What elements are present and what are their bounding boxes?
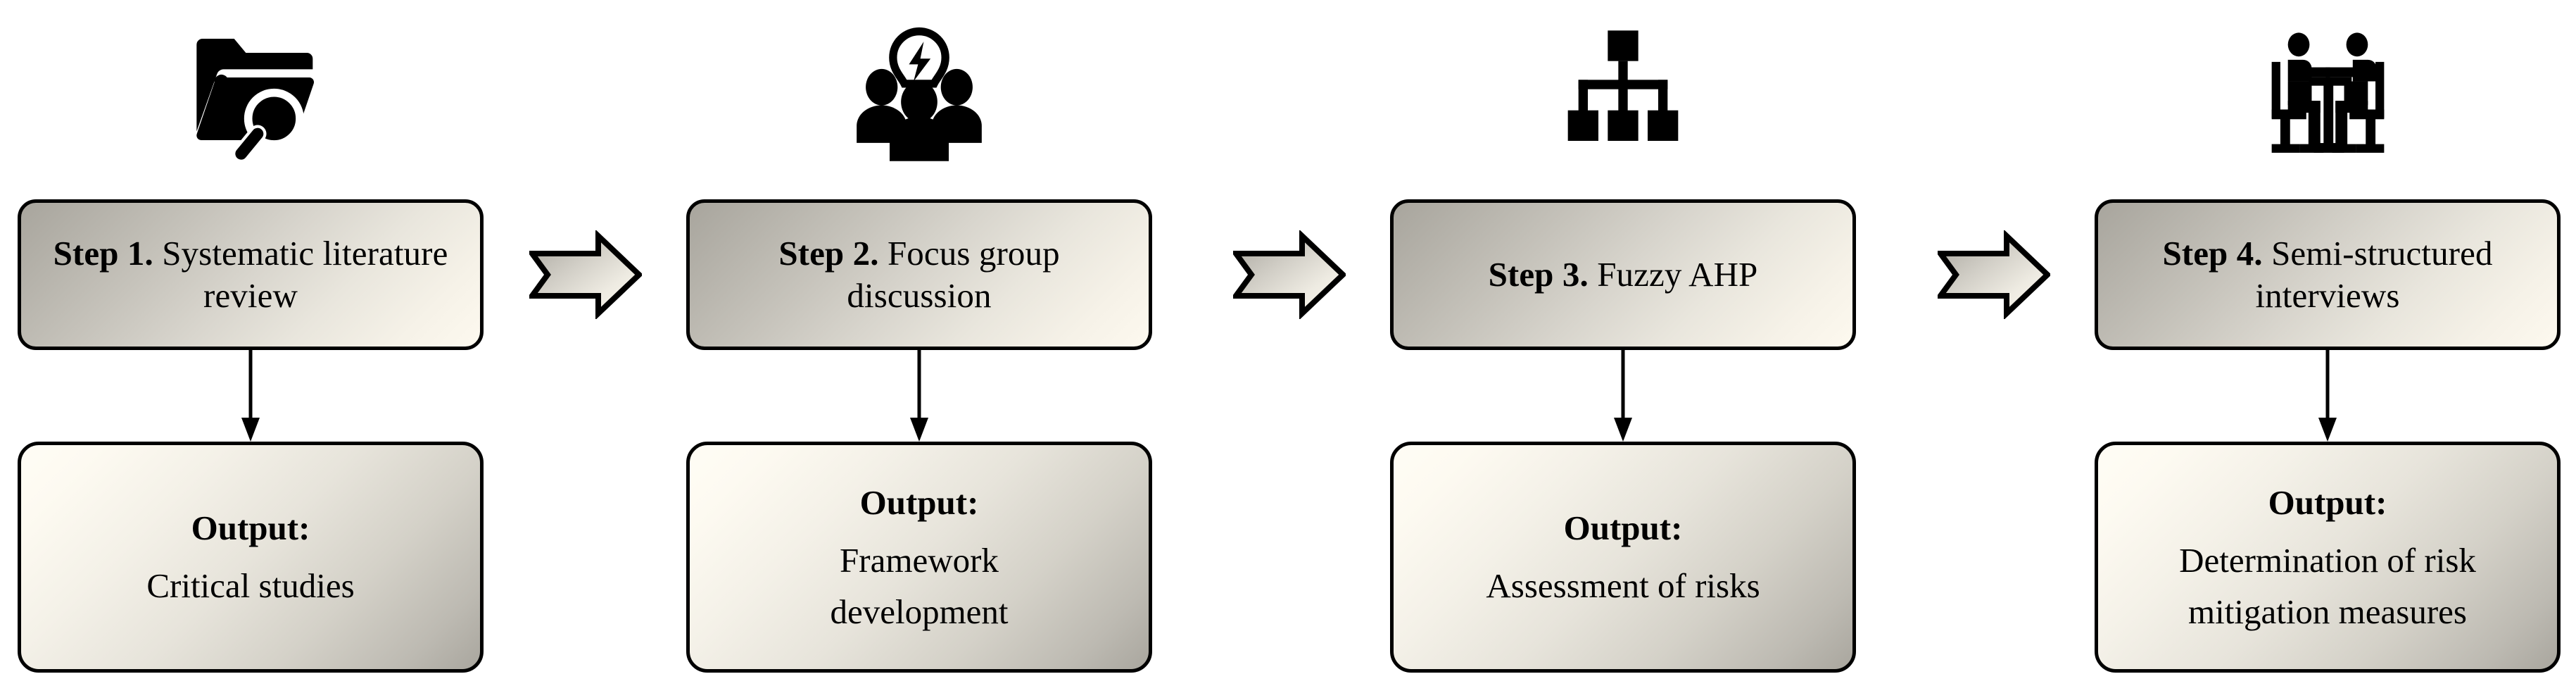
arrow-step3-to-output3	[1390, 350, 1856, 442]
chevron-step3-to-step4-icon	[1938, 230, 2050, 319]
chevron-step1-to-step2-icon	[529, 230, 642, 319]
output-box-4[interactable]: Output: Determination of risk mitigation…	[2095, 442, 2561, 673]
step-lead-1: Step 1.	[53, 234, 153, 273]
step-rest-2: Focus group discussion	[847, 234, 1060, 315]
arrow-step4-to-output4	[2095, 350, 2561, 442]
output-title-3: Output:	[1563, 509, 1683, 547]
step-rest-4: Semi-structured interviews	[2255, 234, 2493, 315]
arrow-step2-to-output2	[686, 350, 1152, 442]
step-lead-4: Step 4.	[2162, 234, 2263, 273]
step-label-4: Step 4. Semi-structured interviews	[2116, 232, 2539, 317]
output-title-1: Output:	[191, 509, 310, 547]
arrow-step1-to-output1	[18, 350, 484, 442]
step-rest-3: Fuzzy AHP	[1588, 255, 1758, 294]
output-box-1[interactable]: Output: Critical studies	[18, 442, 484, 673]
step-box-4[interactable]: Step 4. Semi-structured interviews	[2095, 199, 2561, 350]
output-line-1-1: Critical studies	[146, 566, 355, 606]
output-box-2[interactable]: Output: Framework development	[686, 442, 1152, 673]
step-rest-1: Systematic literature review	[153, 234, 448, 315]
output-line-2-1: Framework	[840, 540, 999, 580]
output-line-2-2: development	[830, 592, 1009, 631]
flow-column-2: Step 2. Focus group discussion Output: F…	[686, 0, 1152, 686]
step-label-2: Step 2. Focus group discussion	[708, 232, 1130, 317]
step-label-1: Step 1. Systematic literature review	[39, 232, 462, 317]
flow-column-3: Step 3. Fuzzy AHP Output: Assessment of …	[1390, 0, 1856, 686]
chevron-step2-to-step3-icon	[1233, 230, 1346, 319]
step-box-1[interactable]: Step 1. Systematic literature review	[18, 199, 484, 350]
step-lead-2: Step 2.	[778, 234, 879, 273]
hierarchy-tree-icon	[1390, 0, 1856, 190]
step-box-3[interactable]: Step 3. Fuzzy AHP	[1390, 199, 1856, 350]
output-box-3[interactable]: Output: Assessment of risks	[1390, 442, 1856, 673]
output-line-4-2: mitigation measures	[2188, 592, 2467, 631]
interview-table-icon	[2095, 0, 2561, 190]
output-title-2: Output:	[859, 482, 979, 522]
output-title-4: Output:	[2268, 482, 2387, 522]
flow-column-4: Step 4. Semi-structured interviews Outpu…	[2095, 0, 2561, 686]
step-box-2[interactable]: Step 2. Focus group discussion	[686, 199, 1152, 350]
step-label-3: Step 3. Fuzzy AHP	[1489, 254, 1758, 296]
folder-search-icon	[18, 0, 484, 190]
focus-group-lightbulb-icon	[686, 0, 1152, 190]
flow-column-1: Step 1. Systematic literature review Out…	[18, 0, 484, 686]
output-line-3-1: Assessment of risks	[1486, 566, 1760, 606]
step-lead-3: Step 3.	[1488, 255, 1589, 294]
output-line-4-1: Determination of risk	[2179, 540, 2476, 580]
